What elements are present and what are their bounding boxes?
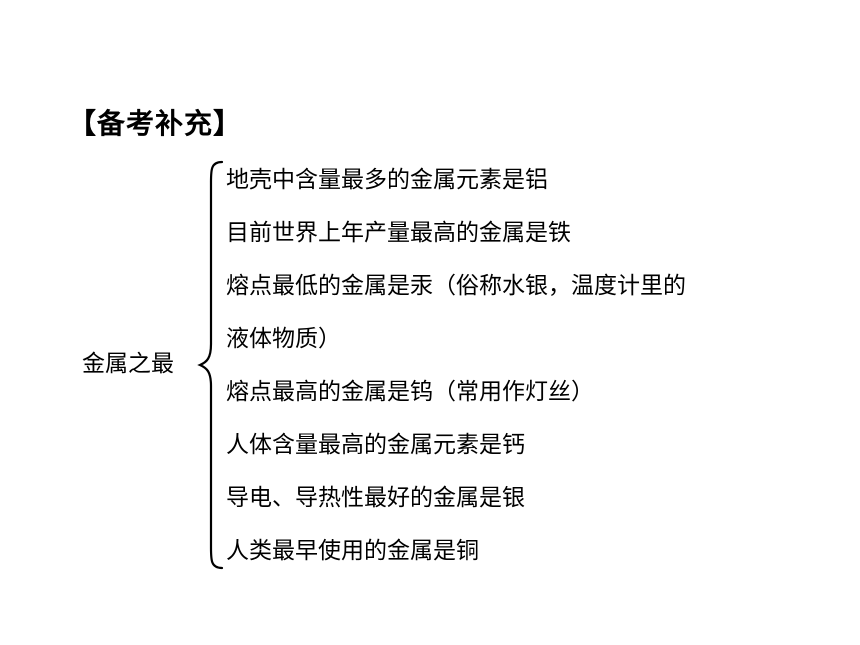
fact-line: 熔点最高的金属是钨（常用作灯丝） [226, 379, 594, 405]
fact-line: 人体含量最高的金属元素是钙 [226, 432, 525, 458]
fact-line: 目前世界上年产量最高的金属是铁 [226, 220, 571, 246]
group-label: 金属之最 [82, 351, 174, 377]
curly-brace [197, 160, 224, 570]
facts-list: 地壳中含量最多的金属元素是铝 目前世界上年产量最高的金属是铁 熔点最低的金属是汞… [226, 162, 686, 586]
fact-line: 液体物质） [226, 326, 341, 352]
fact-line: 熔点最低的金属是汞（俗称水银，温度计里的 [226, 273, 686, 299]
section-heading: 【备考补充】 [68, 107, 243, 140]
fact-line: 地壳中含量最多的金属元素是铝 [226, 167, 548, 193]
fact-line: 人类最早使用的金属是铜 [226, 538, 479, 564]
fact-line: 导电、导热性最好的金属是银 [226, 485, 525, 511]
